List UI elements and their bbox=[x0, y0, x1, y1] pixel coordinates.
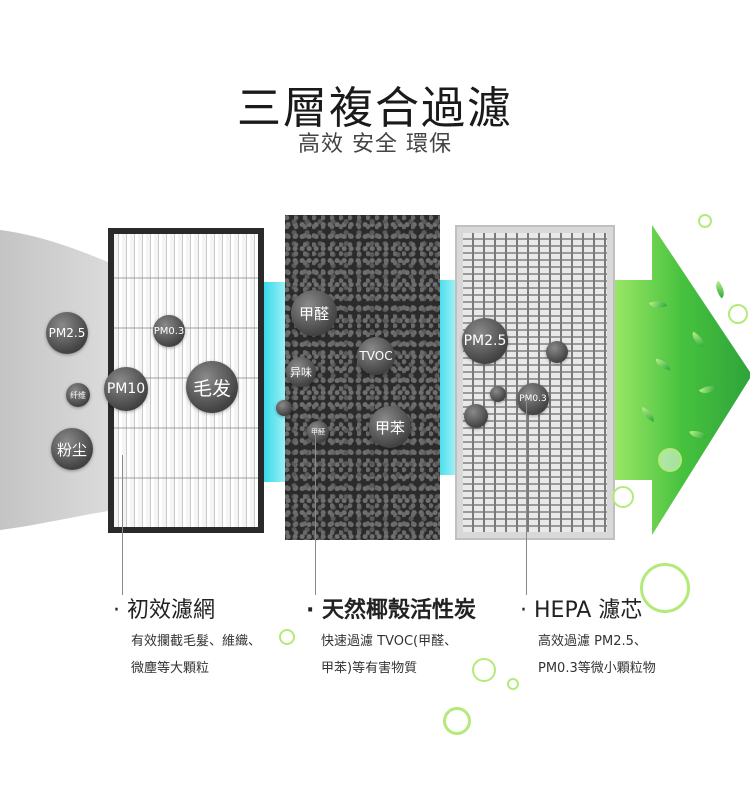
airflow-in-shape bbox=[0, 230, 115, 530]
bubble-ring-decoration bbox=[472, 658, 496, 682]
particle-pm10: PM10 bbox=[104, 367, 148, 411]
carbon-filter-label: · 天然椰殼活性炭 bbox=[306, 598, 477, 623]
bubble-ring-decoration bbox=[279, 629, 295, 645]
particle-formaldehyde-small: 甲醛 bbox=[307, 421, 329, 443]
particle-plain bbox=[546, 341, 568, 363]
page-subtitle: 高效 安全 環保 bbox=[298, 132, 452, 157]
bubble-ring-decoration bbox=[640, 563, 690, 613]
primary-filter-description: 有效攔截毛髮、維織、 微塵等大顆粒 bbox=[131, 634, 262, 676]
hepa-filter bbox=[455, 225, 615, 540]
page-title: 三層複合過濾 bbox=[237, 83, 513, 134]
pointer-line bbox=[122, 455, 123, 595]
pointer-line bbox=[315, 435, 316, 595]
particle-pm25: PM2.5 bbox=[46, 312, 88, 354]
particle-hair: 毛发 bbox=[186, 361, 238, 413]
clean-air-arrow bbox=[612, 225, 750, 535]
particle-odor: 异味 bbox=[286, 357, 316, 387]
particle-toluene: 甲苯 bbox=[369, 406, 411, 448]
bubble-ring-decoration bbox=[728, 304, 748, 324]
bubble-ring-decoration bbox=[658, 448, 682, 472]
carbon-filter-description: 快速過濾 TVOC(甲醛、 甲苯)等有害物質 bbox=[321, 634, 458, 676]
bubble-ring-decoration bbox=[507, 678, 519, 690]
particle-formaldehyde: 甲醛 bbox=[291, 290, 337, 336]
particle-pm03: PM0.3 bbox=[153, 315, 185, 347]
particle-tvoc: TVOC bbox=[357, 337, 395, 375]
bubble-ring-decoration bbox=[698, 214, 712, 228]
bubble-ring-decoration bbox=[443, 707, 471, 735]
pointer-line bbox=[526, 400, 527, 595]
particle-dust: 粉尘 bbox=[51, 428, 93, 470]
hepa-filter-description: 高效過濾 PM2.5、 PM0.3等微小顆粒物 bbox=[538, 634, 656, 676]
particle-fiber: 纤维 bbox=[66, 383, 90, 407]
primary-filter-label: · 初效濾網 bbox=[113, 598, 216, 623]
particle-plain bbox=[490, 386, 506, 402]
hepa-filter-label: · HEPA 濾芯 bbox=[520, 598, 643, 623]
particle-plain bbox=[276, 400, 292, 416]
particle-plain bbox=[464, 404, 488, 428]
particle-pm03: PM0.3 bbox=[517, 383, 549, 415]
particle-pm25: PM2.5 bbox=[462, 318, 508, 364]
bubble-ring-decoration bbox=[612, 486, 634, 508]
